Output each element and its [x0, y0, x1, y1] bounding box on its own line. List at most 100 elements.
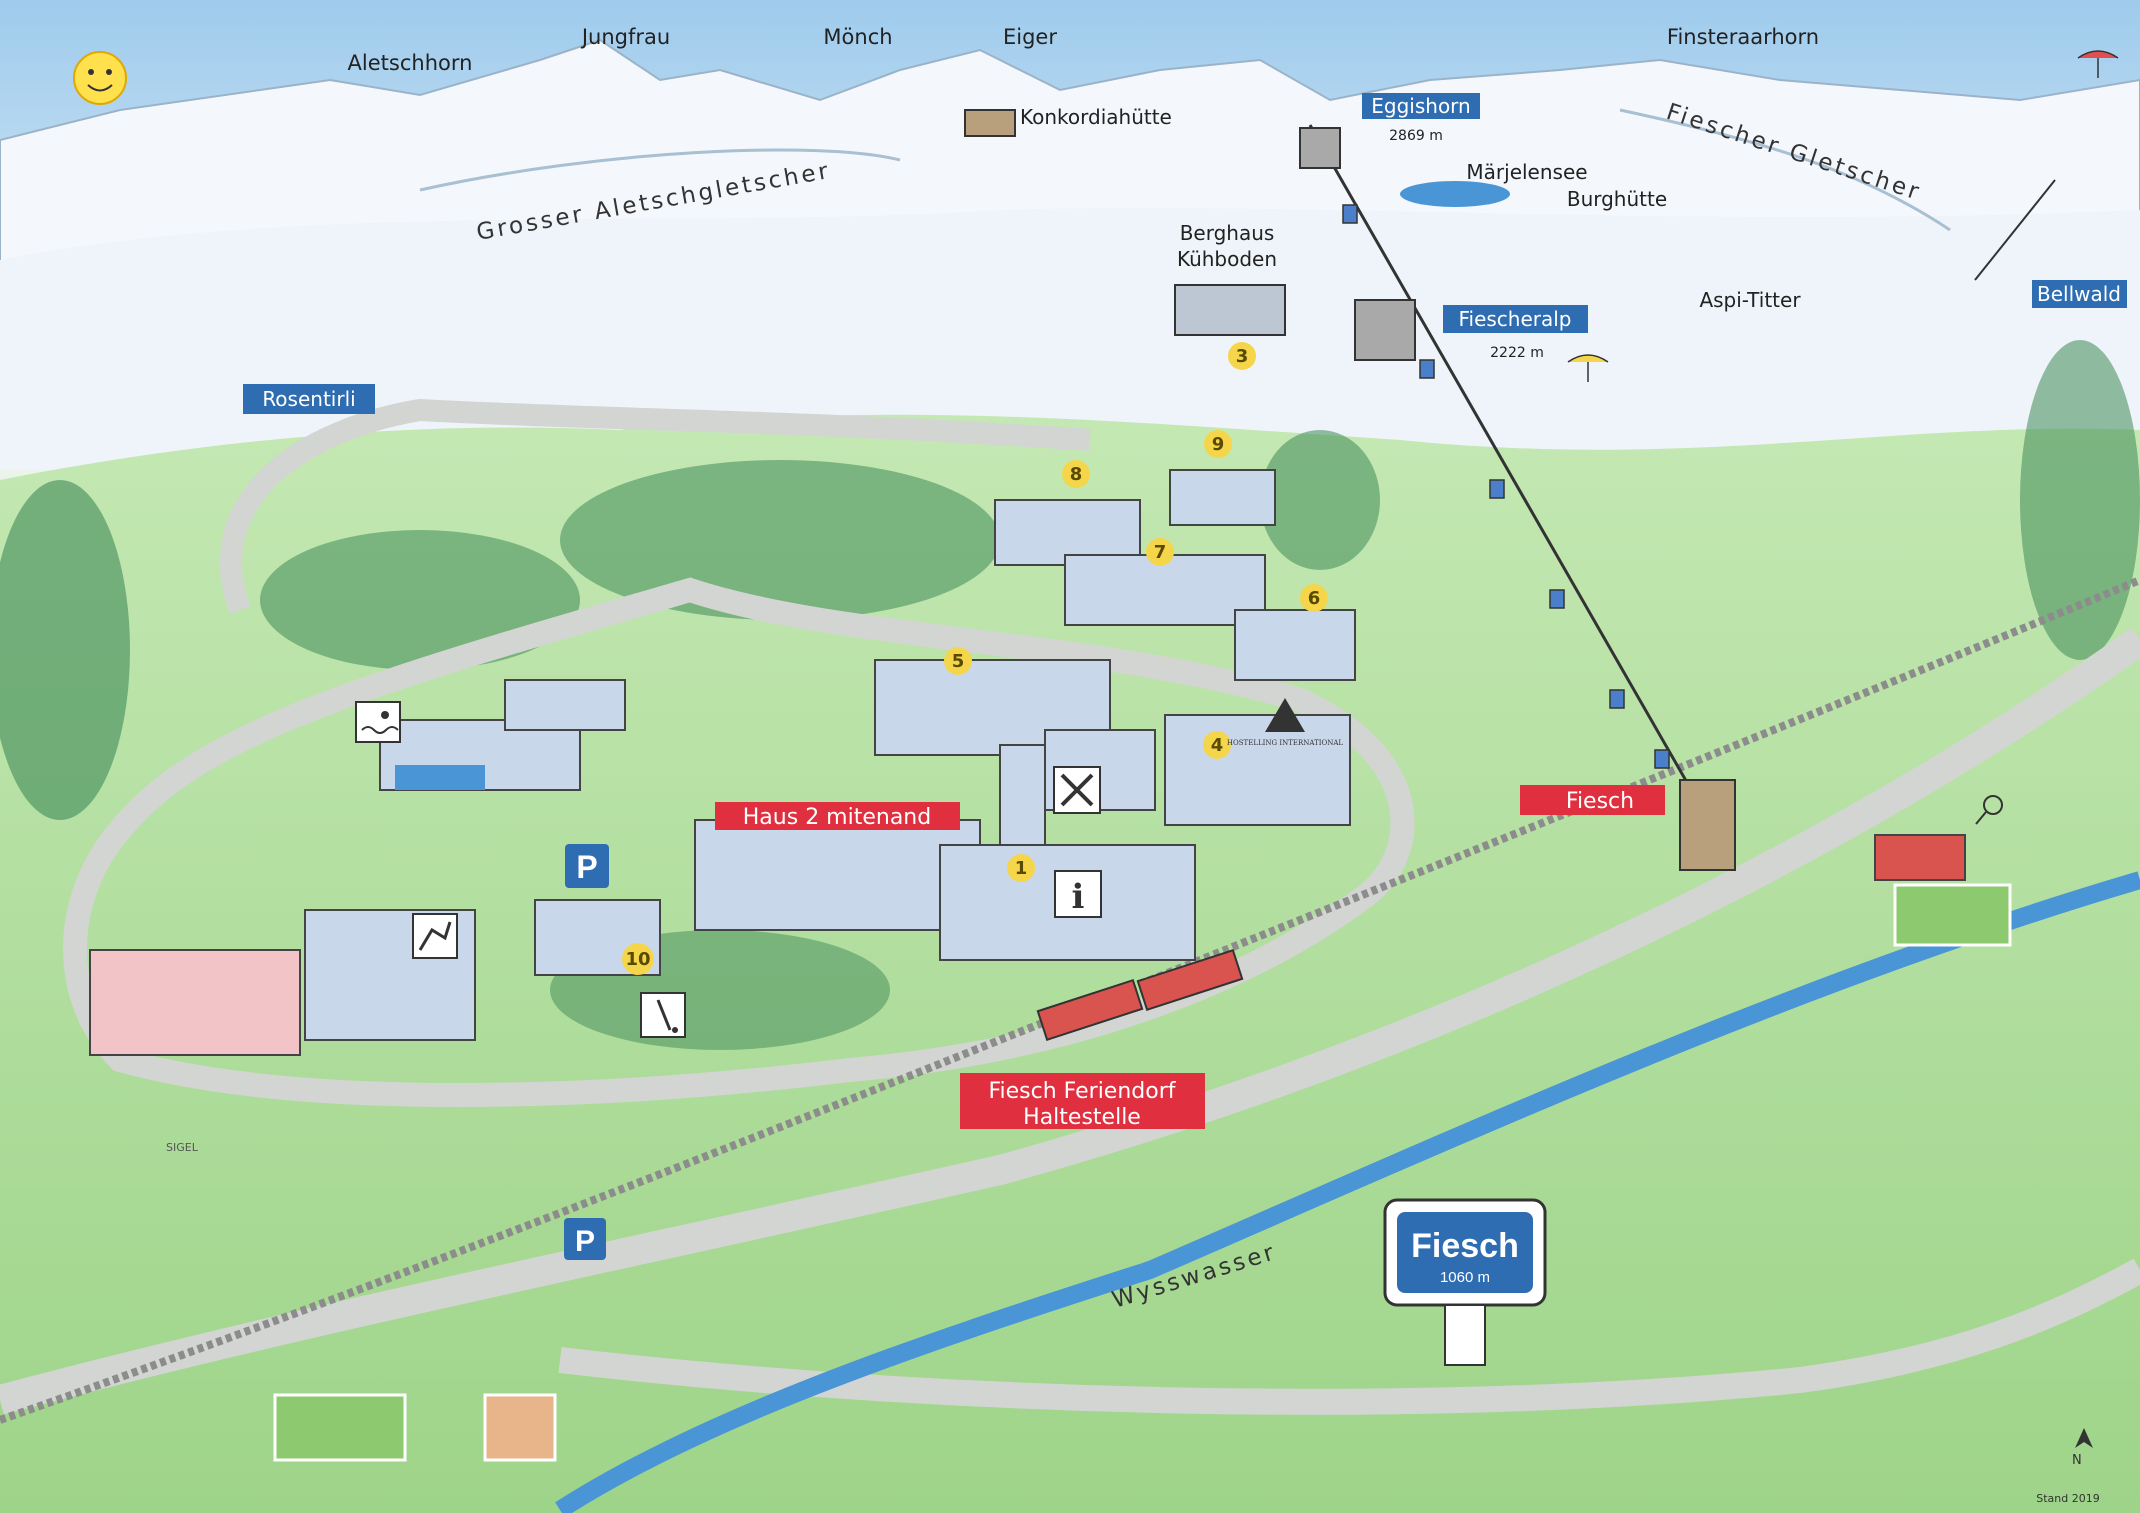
badge-3: 3 — [1228, 342, 1256, 370]
train-car — [1136, 949, 1244, 1011]
svg-text:9: 9 — [1212, 434, 1225, 455]
peak-label-finsteraarhorn: Finsteraarhorn — [1667, 25, 1819, 49]
place-berghaus: Berghaus — [1180, 221, 1275, 245]
place-bellwald: Bellwald — [2037, 282, 2121, 306]
info-icon[interactable]: i — [1054, 870, 1102, 918]
parking-icon[interactable]: P — [565, 844, 609, 888]
tennis-hall — [1874, 834, 1966, 881]
place-fiescheralp: Fiescheralp — [1458, 307, 1571, 331]
svg-text:P: P — [576, 849, 597, 885]
forest-area — [1260, 430, 1380, 570]
railway — [0, 576, 2140, 1424]
peak-label-eiger: Eiger — [1003, 25, 1057, 49]
fiesch-sign-altitude: 1060 m — [1440, 1269, 1490, 1286]
altitude-fiescheralp: 2222 m — [1490, 345, 1544, 361]
forest-area — [2020, 340, 2140, 660]
badge-1: 1 — [1007, 854, 1035, 882]
place-haltestelle-1: Fiesch Feriendorf — [988, 1079, 1176, 1104]
forest-area — [260, 530, 580, 670]
main-road — [0, 627, 2140, 1415]
sun-icon — [73, 51, 127, 105]
label-box-bellwald — [2032, 280, 2127, 308]
place-rosentirli: Rosentirli — [262, 387, 355, 411]
gondolas — [1342, 204, 1670, 769]
river-wysswasser — [555, 871, 2140, 1513]
parking-icon[interactable]: P — [564, 1218, 606, 1260]
building-4 — [1164, 714, 1351, 826]
hostelling-logo: HOSTELLING INTERNATIONAL — [1227, 698, 1344, 747]
badge-9: 9 — [1204, 430, 1232, 458]
gondola — [1609, 689, 1625, 709]
glacier-line — [419, 148, 901, 192]
forest-area — [560, 460, 1000, 620]
resort-buildings — [304, 469, 1356, 1041]
svg-text:10: 10 — [625, 949, 650, 970]
label-box-rosentirli — [243, 384, 375, 414]
place-eggishorn: Eggishorn — [1371, 94, 1470, 118]
svg-text:3: 3 — [1236, 346, 1249, 367]
greenhouse-walkway — [999, 744, 1046, 846]
label-box-fiescheralp — [1443, 305, 1588, 333]
football-pitch — [273, 1393, 407, 1462]
valley-road — [558, 1258, 2140, 1415]
label-box-haltestelle — [960, 1073, 1205, 1129]
north-arrow-icon: N — [2072, 1428, 2093, 1468]
svg-text:4: 4 — [1211, 735, 1224, 756]
road-rosentirli — [220, 398, 1091, 614]
svg-text:1: 1 — [1015, 858, 1028, 879]
gondola — [1342, 204, 1358, 224]
peak-label-moench: Mönch — [823, 25, 892, 49]
paraglider-icon — [2077, 50, 2119, 78]
sport-court-south — [483, 1393, 557, 1462]
cable-car-line — [1308, 124, 1722, 841]
badge-5: 5 — [944, 647, 972, 675]
svg-text:HOSTELLING INTERNATIONAL: HOSTELLING INTERNATIONAL — [1227, 739, 1344, 747]
svg-text:P: P — [575, 1225, 595, 1258]
climbing-icon[interactable] — [412, 913, 458, 959]
fiesch-sign-post — [1444, 1304, 1486, 1366]
place-burghuette: Burghütte — [1567, 187, 1667, 211]
fiesch-station-building — [1679, 779, 1736, 871]
gondola — [1654, 749, 1670, 769]
peak-label-aletschhorn: Aletschhorn — [348, 51, 473, 75]
minigolf-icon[interactable] — [640, 992, 686, 1038]
badge-10: 10 — [622, 943, 654, 975]
konkordia-hut — [964, 109, 1016, 137]
place-konkordia: Konkordiahütte — [1020, 105, 1172, 129]
map-edition: Stand 2019 — [2036, 1492, 2099, 1505]
gondola — [1549, 589, 1565, 609]
fiescheralp-station — [1354, 299, 1416, 361]
fiesch-sign-name: Fiesch — [1411, 1227, 1519, 1265]
building-6 — [1234, 609, 1356, 681]
badge-4: 4 — [1203, 731, 1231, 759]
eggishorn-station — [1299, 127, 1341, 169]
label-box-fiesch-station — [1520, 785, 1665, 815]
restaurant-icon[interactable] — [1053, 766, 1101, 814]
label-box-haus2 — [715, 802, 960, 830]
bellwald-cable-line — [1974, 179, 2056, 281]
sports-court — [89, 949, 301, 1056]
maerjelensee-lake — [1400, 181, 1510, 207]
gondola — [1489, 479, 1505, 499]
soccer-field — [1893, 883, 2012, 947]
berghaus-kuehboden-building — [1174, 284, 1286, 336]
place-aspi-titter: Aspi-Titter — [1699, 288, 1801, 312]
gondola — [1419, 359, 1435, 379]
swimming-icon[interactable] — [355, 701, 401, 743]
place-fiesch-station: Fiesch — [1566, 789, 1634, 814]
tennis-icon — [1975, 795, 2003, 825]
label-box-eggishorn — [1362, 93, 1480, 119]
svg-text:N: N — [2072, 1453, 2082, 1468]
train — [1036, 979, 1144, 1041]
peak-label-jungfrau: Jungfrau — [580, 25, 670, 49]
map-signature: SIGEL — [166, 1141, 199, 1154]
place-haltestelle-2: Haltestelle — [1023, 1105, 1141, 1130]
badge-6: 6 — [1300, 584, 1328, 612]
outdoor-pool — [395, 765, 485, 790]
place-maerjelensee: Märjelensee — [1466, 160, 1587, 184]
svg-text:7: 7 — [1154, 542, 1167, 563]
fiesch-sign-panel — [1397, 1212, 1533, 1293]
pool-annex — [504, 679, 626, 731]
